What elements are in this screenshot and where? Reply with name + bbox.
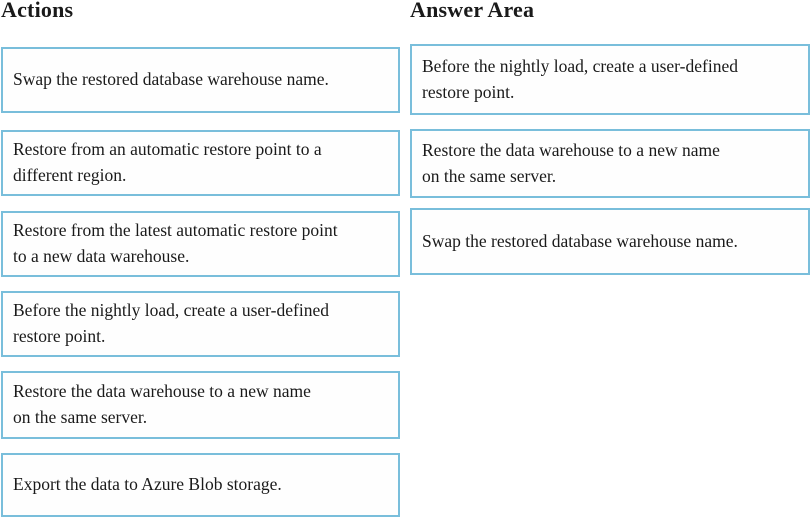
action-item-label: Export the data to Azure Blob storage.	[13, 474, 282, 495]
action-item-label: Restore from an automatic restore point …	[13, 139, 322, 185]
action-item-restore-latest-automatic[interactable]: Restore from the latest automatic restor…	[1, 211, 400, 277]
action-item-label: Restore the data warehouse to a new name…	[13, 381, 311, 427]
answer-item-step-2[interactable]: Restore the data warehouse to a new name…	[410, 129, 810, 198]
action-item-restore-new-name-same-server[interactable]: Restore the data warehouse to a new name…	[1, 371, 400, 439]
answer-item-step-3[interactable]: Swap the restored database warehouse nam…	[410, 208, 810, 275]
action-item-label: Before the nightly load, create a user-d…	[13, 300, 329, 346]
answer-item-label: Before the nightly load, create a user-d…	[422, 55, 738, 102]
answer-area-column-title: Answer Area	[410, 0, 535, 22]
action-item-restore-different-region[interactable]: Restore from an automatic restore point …	[1, 130, 400, 196]
action-item-label: Restore from the latest automatic restor…	[13, 220, 338, 266]
action-item-swap-restored-name[interactable]: Swap the restored database warehouse nam…	[1, 47, 400, 113]
answer-item-label: Swap the restored database warehouse nam…	[422, 230, 738, 251]
action-item-create-user-defined-restore-point[interactable]: Before the nightly load, create a user-d…	[1, 291, 400, 357]
actions-column-title: Actions	[1, 0, 74, 22]
action-item-label: Swap the restored database warehouse nam…	[13, 69, 329, 90]
answer-item-label: Restore the data warehouse to a new name…	[422, 139, 720, 186]
answer-item-step-1[interactable]: Before the nightly load, create a user-d…	[410, 44, 810, 115]
action-item-export-azure-blob[interactable]: Export the data to Azure Blob storage.	[1, 453, 400, 517]
